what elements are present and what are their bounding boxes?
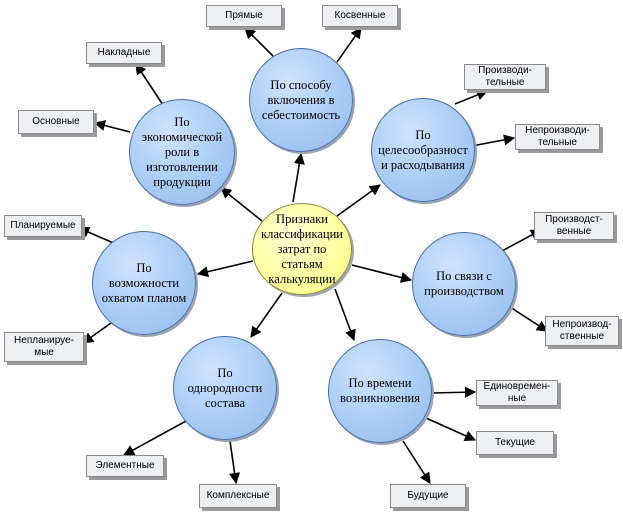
center-label: Признаки классификации затрат по статьям… — [261, 211, 343, 286]
category-label: По способу включения в себестоимость — [261, 77, 341, 122]
connector-arrow — [229, 440, 241, 485]
category-label: По экономической роли в изготовлении про… — [141, 114, 223, 189]
leaf-unplanned: Непланируе- мые — [4, 332, 84, 362]
connector-arrow — [431, 386, 477, 398]
connector-arrow — [336, 27, 362, 63]
leaf-planned: Планируемые — [4, 215, 82, 237]
connector-arrow — [351, 264, 413, 283]
connector-arrow — [244, 27, 274, 57]
leaf-current: Текущие — [476, 431, 554, 455]
category-label: По связи с производством — [424, 269, 504, 298]
connector-arrow — [93, 120, 131, 133]
leaf-future: Будущие — [390, 484, 466, 508]
connector-arrow — [292, 152, 305, 203]
leaf-nonproduction: Непроизвод- ственные — [545, 316, 619, 346]
category-coverage: По возможности охватом планом — [92, 231, 196, 335]
connector-arrow — [250, 292, 283, 338]
center-node: Признаки классификации затрат по статьям… — [252, 203, 352, 295]
leaf-unproductive: Непроизводи- тельные — [515, 124, 600, 150]
leaf-direct: Прямые — [206, 5, 282, 27]
category-homogeneity: По однородности состава — [173, 336, 277, 440]
category-expediency: По целесообразност и расходывания — [371, 98, 475, 202]
category-occurrence-time: По времени возникновения — [328, 339, 432, 443]
connector-arrow — [123, 420, 187, 456]
leaf-elemental: Элементные — [86, 455, 164, 477]
connector-arrow — [135, 63, 166, 109]
connector-arrow — [220, 187, 263, 222]
category-production-link: По связи с производством — [412, 232, 516, 336]
leaf-overhead: Накладные — [86, 42, 162, 64]
category-label: По времени возникновения — [340, 376, 420, 405]
connector-arrow — [336, 184, 381, 217]
leaf-basic: Основные — [18, 110, 94, 134]
leaf-production: Производст- венные — [534, 212, 614, 240]
connector-arrow — [196, 260, 254, 278]
leaf-indirect: Косвенные — [322, 5, 398, 27]
connector-arrow — [454, 89, 489, 105]
connector-arrow — [334, 288, 356, 342]
leaf-productive: Производи- тельные — [464, 64, 546, 90]
category-inclusion: По способу включения в себестоимость — [249, 48, 353, 152]
category-label: По однородности состава — [187, 365, 263, 410]
category-label: По возможности охватом планом — [101, 260, 187, 305]
category-economic-role: По экономической роли в изготовлении про… — [129, 99, 235, 205]
leaf-one-time: Единовремен- ные — [476, 380, 558, 406]
category-label: По целесообразност и расходывания — [378, 127, 468, 172]
leaf-complex: Комплексные — [199, 484, 277, 508]
connector-arrow — [471, 134, 516, 147]
connector-arrow — [506, 304, 548, 332]
connector-arrow — [402, 440, 431, 484]
connector-arrow — [425, 417, 477, 441]
